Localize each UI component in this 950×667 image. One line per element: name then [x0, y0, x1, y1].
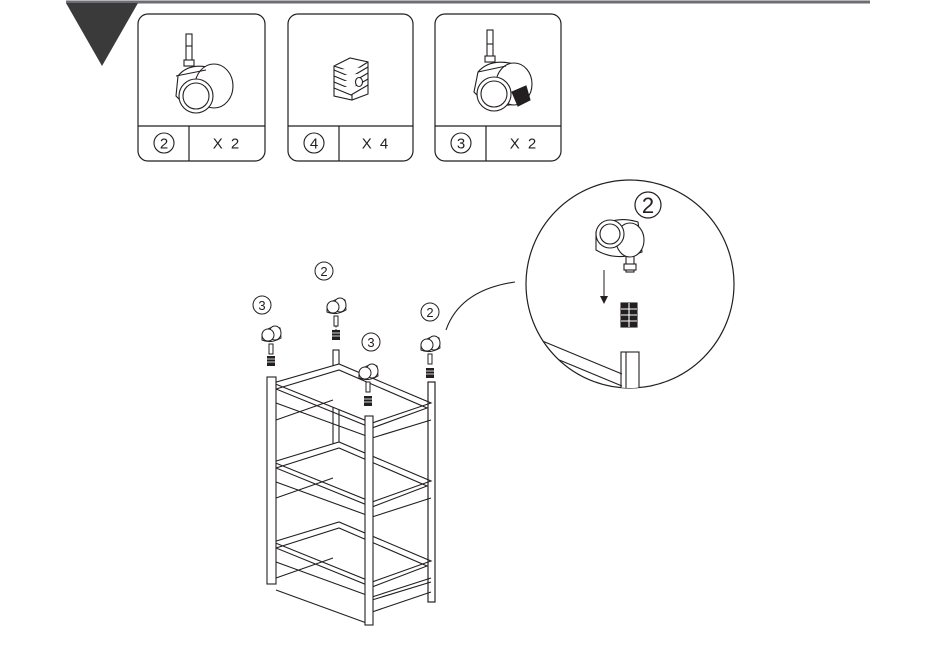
post-back-right [428, 382, 435, 602]
part-card-caster-wheel: 2 X 2 [138, 14, 265, 161]
caster-front-left [262, 326, 281, 366]
part-number-label: 4 [310, 136, 318, 153]
callout-front-left: 3 [253, 296, 271, 314]
tube-insert-icon [334, 58, 368, 100]
post-front-right [365, 416, 373, 625]
part-number-label: 3 [457, 136, 465, 153]
shelf-bottom [273, 522, 431, 597]
callout-front-right: 3 [362, 333, 380, 351]
caster-back-right [421, 336, 440, 378]
part-card-locking-caster-wheel: 3 X 2 [435, 14, 561, 161]
detail-callout-number: 2 [642, 193, 654, 218]
step-marker-triangle [66, 3, 138, 66]
part-number-label: 2 [160, 136, 168, 153]
callout-back-left: 2 [315, 262, 333, 280]
detail-leader-arc [446, 282, 515, 330]
shelf-middle [273, 442, 431, 517]
detail-magnifier: 2 [526, 180, 734, 412]
callout-number: 2 [320, 264, 327, 279]
callout-number: 3 [258, 298, 265, 313]
callout-back-right: 2 [421, 303, 439, 321]
callout-number: 3 [367, 335, 374, 350]
part-quantity-label: X 2 [213, 136, 242, 153]
shelf-top [273, 364, 431, 438]
post-front-left [267, 377, 276, 584]
part-quantity-label: X 4 [362, 136, 391, 153]
part-quantity-label: X 2 [510, 136, 539, 153]
shelf-unit [267, 350, 435, 625]
detail-tube-insert-icon [621, 303, 637, 327]
callout-number: 2 [426, 305, 433, 320]
caster-back-left [327, 298, 346, 340]
part-card-tube-insert: 4 X 4 [288, 14, 413, 161]
